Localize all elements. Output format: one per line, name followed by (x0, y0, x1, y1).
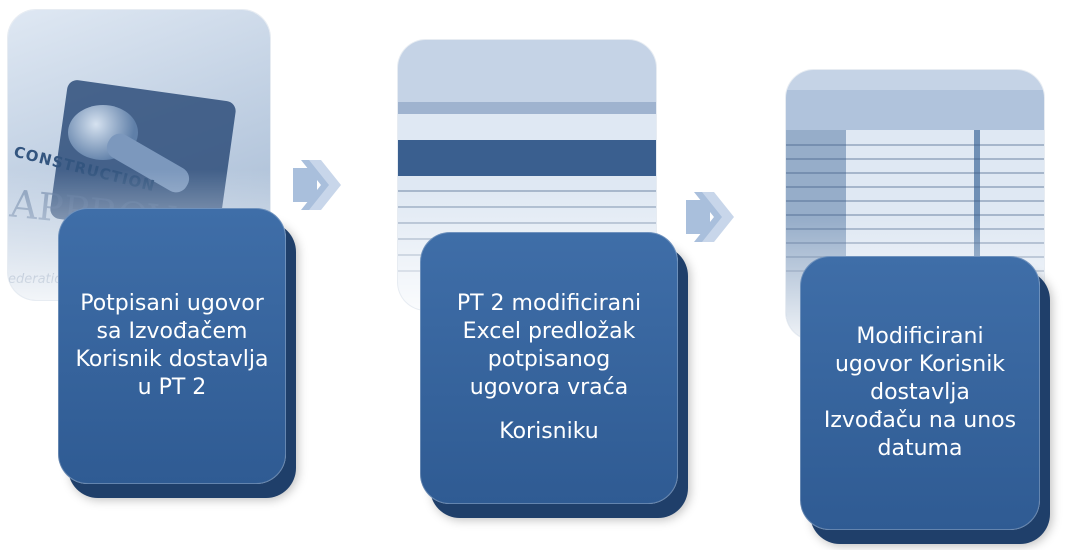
step3-line-4: Izvođaču na unos (823, 408, 1017, 434)
step2-line-2: Excel predložak (462, 318, 636, 344)
step2-line-3: potpisanog (487, 346, 611, 372)
step2-line-5: Korisniku (499, 419, 599, 445)
step1-line-1: Potpisani ugovor (80, 290, 264, 316)
photo-text-1: CONSTRUCTION (11, 142, 158, 196)
step3-line-3: dostavlja (870, 379, 970, 405)
step1-line-3: Korisnik dostavlja (75, 347, 269, 372)
step1-line-4: u PT 2 (137, 375, 207, 401)
step-card-1: Potpisani ugovor sa Izvođačem Korisnik d… (58, 208, 286, 484)
step3-line-5: datuma (877, 436, 963, 462)
step-card-2: PT 2 modificirani Excel predložak potpis… (420, 232, 678, 504)
chevron-arrow-icon (293, 160, 341, 210)
chevron-arrow-icon (686, 192, 734, 242)
step2-line-1: PT 2 modificirani (456, 290, 642, 316)
step3-line-1: Modificirani (856, 323, 984, 349)
step-card-3: Modificirani ugovor Korisnik dostavlja I… (800, 256, 1040, 530)
step1-line-2: sa Izvođačem (96, 318, 248, 344)
step2-line-4: ugovora vraća (469, 375, 629, 401)
stamp-photo: CONSTRUCTION APPROV ederation (8, 10, 270, 300)
step3-line-2: ugovor Korisnik (834, 351, 1006, 377)
